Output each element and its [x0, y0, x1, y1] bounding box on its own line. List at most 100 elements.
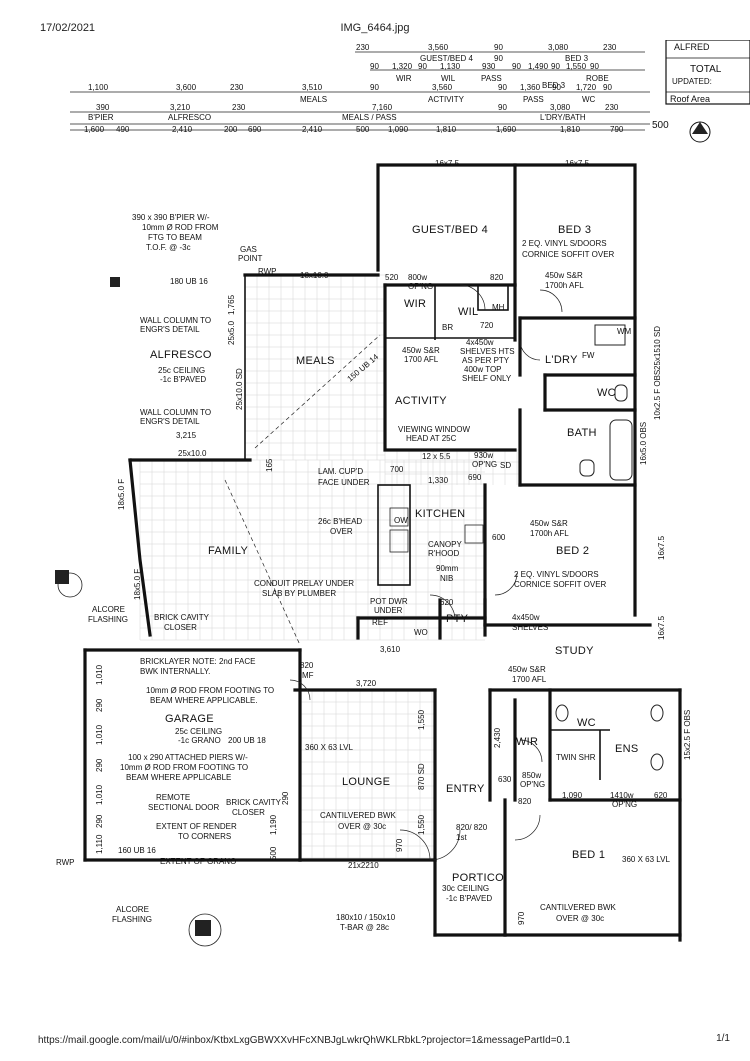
note: FLASHING — [88, 615, 128, 624]
note: 200 UB 18 — [228, 736, 266, 745]
note: ENGR'S DETAIL — [140, 325, 200, 334]
note: POINT — [238, 254, 263, 263]
note: WALL COLUMN TO — [140, 408, 211, 417]
dim-text: 90 — [494, 43, 503, 52]
note: CLOSER — [164, 623, 197, 632]
dim-text: B'PIER — [88, 113, 114, 122]
dim-text: 90 — [512, 62, 521, 71]
note: OVER @ 30c — [338, 822, 386, 831]
title-block-text: TOTAL — [690, 64, 722, 75]
note: 2,430 — [493, 727, 502, 748]
note: POT DWR — [370, 597, 408, 606]
note: SLAB BY PLUMBER — [262, 589, 336, 598]
note: 390 x 390 B'PIER W/- — [132, 213, 210, 222]
note: 1,550 — [417, 814, 426, 835]
note: 30c CEILING — [442, 884, 489, 893]
dim-text: 1,090 — [388, 125, 409, 134]
note: MF — [302, 671, 314, 680]
note: 16x7.5 — [565, 159, 590, 168]
note: CANTILVERED BWK — [320, 811, 397, 820]
dim-text: 1,720 — [576, 83, 597, 92]
note: 450w S&R — [530, 519, 568, 528]
note: 620 — [654, 791, 668, 800]
note: WALL COLUMN TO — [140, 316, 211, 325]
note: OVER @ 30c — [556, 914, 604, 923]
note: 1st — [456, 833, 467, 842]
note: 18x5.0 F — [117, 479, 126, 510]
note: BEAM WHERE APPLICABLE — [126, 773, 231, 782]
note: 360 X 63 LVL — [622, 855, 670, 864]
note: SHELVES — [512, 623, 548, 632]
dim-text: WIR — [396, 74, 412, 83]
note: OW — [394, 516, 408, 525]
dim-text: 1,490 — [528, 62, 549, 71]
note: 4x450w — [512, 613, 540, 622]
dim-text: 3,080 — [548, 43, 569, 52]
room-alfresco: ALFRESCO — [150, 349, 212, 361]
room-meals: MEALS — [296, 355, 335, 367]
room-study: STUDY — [555, 645, 594, 657]
note: BEAM WHERE APPLICABLE. — [150, 696, 258, 705]
note: 2 EQ. VINYL S/DOORS — [514, 570, 599, 579]
dim-text: ACTIVITY — [428, 95, 465, 104]
note: WM — [617, 327, 632, 336]
note: FLASHING — [112, 915, 152, 924]
note: 970 — [517, 911, 526, 925]
note: BRICKLAYER NOTE: 2nd FACE — [140, 657, 255, 666]
note: OVER — [330, 527, 353, 536]
note: -1c B'PAVED — [446, 894, 492, 903]
note: 1,330 — [428, 476, 449, 485]
note: 25c CEILING — [158, 366, 205, 375]
room-entry: ENTRY — [446, 783, 485, 795]
dim-text: WC — [582, 95, 596, 104]
note: 290 — [95, 814, 104, 828]
dim-text: GUEST/BED 4 — [420, 54, 473, 63]
note: R'HOOD — [428, 549, 460, 558]
note: 4x450w — [466, 338, 494, 347]
note: 150 UB 14 — [346, 352, 381, 384]
note: 600 — [492, 533, 506, 542]
note: 16x7.5 — [435, 159, 460, 168]
dim-text: 690 — [248, 125, 262, 134]
dim-text: 90 — [551, 62, 560, 71]
note: BRICK CAVITY — [226, 798, 282, 807]
note: 400w TOP — [464, 365, 502, 374]
dim-text: 2,410 — [172, 125, 193, 134]
note: SECTIONAL DOOR — [148, 803, 219, 812]
note: FW — [582, 351, 595, 360]
note: 15x2.5 F OBS — [683, 710, 692, 760]
dim-text: 500 — [356, 125, 370, 134]
note: 18x10.0 — [300, 271, 329, 280]
note: 180x10 / 150x10 — [336, 913, 396, 922]
note: 10mm Ø ROD FROM — [142, 223, 219, 232]
dim-text: BED 3 — [542, 81, 566, 90]
room-bed3: BED 3 — [558, 224, 591, 236]
note: 620 — [440, 598, 454, 607]
note: OP'NG — [472, 460, 497, 469]
note: CORNICE SOFFIT OVER — [522, 250, 615, 259]
note: TO CORNERS — [178, 832, 231, 841]
note: 1,010 — [95, 724, 104, 745]
note: EXTENT OF RENDER — [156, 822, 237, 831]
note: 630 — [498, 775, 512, 784]
note: 290 — [95, 758, 104, 772]
dim-text: PASS — [523, 95, 544, 104]
dim-text: BED 3 — [565, 54, 589, 63]
dim-text: 7,160 — [372, 103, 393, 112]
note: 820 — [518, 797, 532, 806]
dim-text: 3,080 — [550, 103, 571, 112]
floor-plan-drawing: 230 3,560 90 3,080 230 GUEST/BED 4 90 BE… — [55, 39, 750, 947]
note: 700 — [390, 465, 404, 474]
note: 1700 AFL — [404, 355, 439, 364]
dim-text: 90 — [590, 62, 599, 71]
note: T-BAR @ 28c — [340, 923, 389, 932]
note: MH — [492, 303, 505, 312]
note: 3,610 — [380, 645, 401, 654]
room-bed1: BED 1 — [572, 849, 605, 861]
note: 450w S&R — [508, 665, 546, 674]
dim-text: 500 — [652, 120, 669, 131]
note: 16x7.5 — [657, 615, 666, 640]
note: 1,765 — [227, 294, 236, 315]
note: 970 — [395, 838, 404, 852]
note: 820/ 820 — [456, 823, 488, 832]
